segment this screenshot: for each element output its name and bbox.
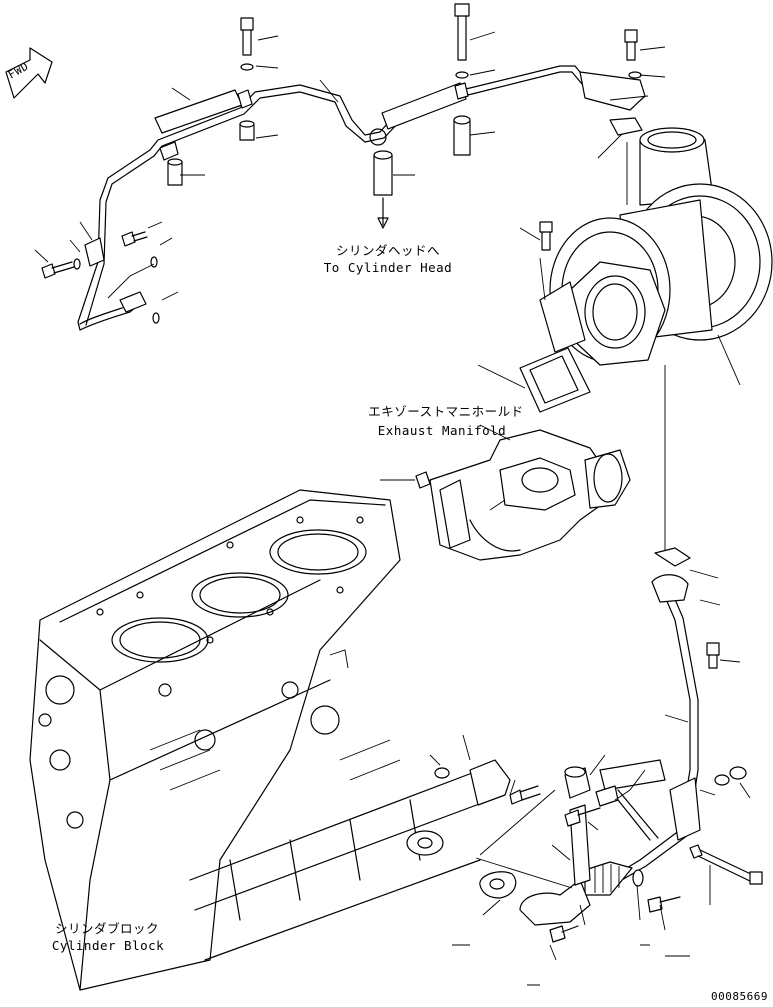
exhaust-manifold-label-jp: エキゾーストマニホールド <box>368 404 524 419</box>
exhaust-manifold-label-en: Exhaust Manifold <box>377 423 507 438</box>
drawing-number: 00085669 <box>711 990 768 1003</box>
upper-bolts <box>41 3 642 324</box>
upper-pipe-assembly <box>77 65 646 331</box>
to-head-label-en: To Cylinder Head <box>323 260 453 275</box>
drain-pipe-assembly <box>479 547 701 926</box>
cylinder-block <box>29 489 491 991</box>
lower-bolts <box>434 642 763 943</box>
leader-lines <box>34 31 751 986</box>
cylinder-block-label-en: Cylinder Block <box>51 938 165 953</box>
to-head-arrow <box>377 197 389 229</box>
to-head-label-jp: シリンダヘッドへ <box>335 243 440 258</box>
exhaust-gasket <box>519 347 591 413</box>
exhaust-manifold <box>415 429 631 561</box>
fwd-arrow-icon <box>5 47 53 99</box>
cylinder-block-label-jp: シリンダブロック <box>54 921 159 936</box>
gasket-upper-right <box>609 117 643 136</box>
block-detail-marks <box>149 649 401 791</box>
turbocharger <box>539 127 773 366</box>
